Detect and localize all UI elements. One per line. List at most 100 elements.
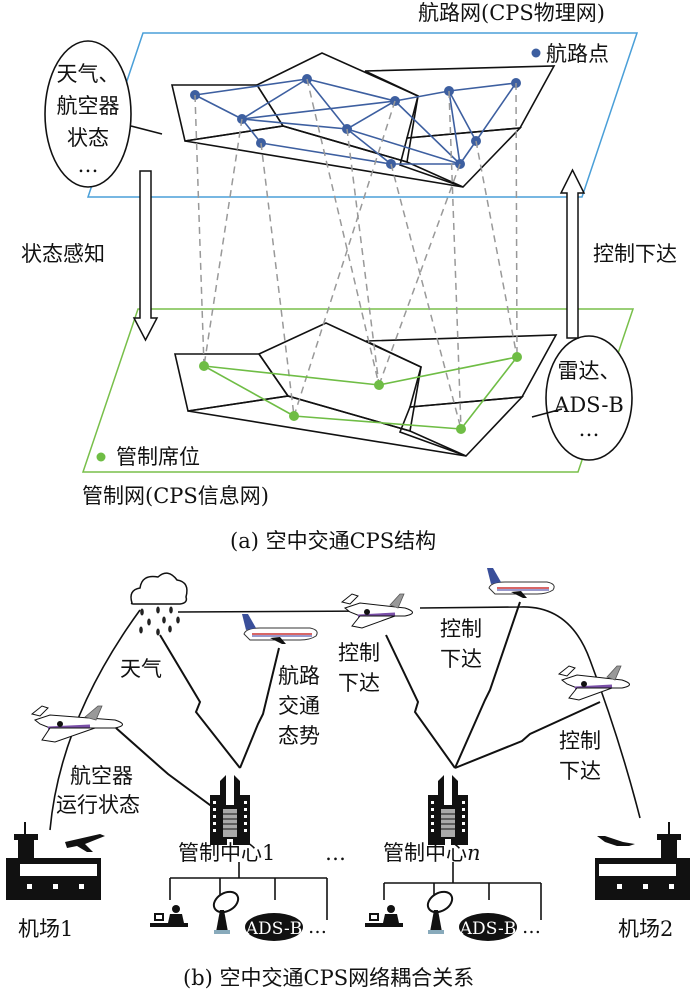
route-segment (448, 82, 517, 92)
right-bubble-line-1: 雷达、 (558, 359, 621, 383)
left-bubble-line-2: 航空器 (57, 94, 120, 118)
seat-link (378, 356, 518, 386)
sensing-arrow-icon (132, 170, 159, 342)
sensing-arrow-label: 状态感知 (21, 242, 105, 266)
seat-link (293, 415, 462, 430)
route-segment (394, 100, 461, 165)
center-1-tree (169, 862, 328, 920)
controller-seat-icon-1 (150, 905, 188, 927)
info-net-title: 管制网(CPS信息网) (82, 484, 269, 508)
right-bubble (545, 335, 633, 461)
control-label-3-line-2: 下达 (559, 759, 601, 783)
route-segment (194, 94, 243, 120)
left-bubble-line-3: 状态 (67, 126, 109, 150)
seat-dot (374, 380, 384, 390)
seat-legend-icon (96, 452, 106, 462)
route-segment (260, 142, 392, 165)
mapping-lines (194, 78, 518, 430)
ellipsis-n: … (522, 916, 541, 938)
route-traffic-line-1: 航路 (278, 664, 320, 688)
route-segment (241, 118, 348, 130)
waypoint-edges (194, 78, 517, 165)
control-label-1-line-2: 下达 (338, 671, 380, 695)
mapping-line (448, 90, 462, 430)
route-segment (346, 100, 396, 130)
right-bubble-line-2: ADS-B (553, 393, 624, 417)
airliner-icon-2 (487, 568, 555, 598)
adsb-label-n: ADS-B (459, 919, 516, 939)
airliner-icon-1 (242, 614, 318, 644)
caption-b: (b) 空中交通CPS网络耦合关系 (183, 966, 474, 990)
mapping-line (260, 142, 295, 417)
control-label-3-line-1: 控制 (559, 729, 601, 753)
radar-icon-n (426, 890, 454, 934)
info-net-plane (81, 308, 635, 473)
ellipsis-between-centers: … (325, 841, 346, 865)
control-label-2-line-1: 控制 (440, 617, 482, 641)
mapping-line (203, 118, 243, 367)
aircraft-status-line-2: 运行状态 (56, 793, 140, 817)
jet-aircraft-icon-top (340, 593, 413, 629)
weather-cloud-icon (130, 572, 188, 636)
seat-dot (199, 361, 209, 371)
route-segment (346, 128, 392, 165)
route-traffic-line-2: 交通 (278, 694, 320, 718)
seat-link (203, 365, 380, 386)
controller-seat-icon-n (365, 905, 403, 927)
route-segment (475, 82, 517, 142)
airport-1-icon (6, 822, 105, 900)
aircraft-status-line-1: 航空器 (70, 764, 133, 788)
physical-net-title: 航路网(CPS物理网) (418, 1, 605, 25)
route-segment (194, 78, 308, 96)
center-n-tree (383, 862, 542, 920)
seat-link (460, 356, 518, 430)
jet-aircraft-icon-left (30, 705, 123, 743)
seat-dot (456, 424, 466, 434)
seat-dot (512, 352, 522, 362)
route-segment (306, 78, 348, 130)
mapping-line (378, 163, 461, 386)
center-1-label: 管制中心1 (178, 841, 275, 865)
left-bubble-line-1: 天气、 (57, 62, 120, 86)
right-bubble-line-3: … (579, 417, 600, 441)
seat-link (203, 365, 295, 417)
left-bubble (44, 40, 132, 188)
mapping-line (515, 82, 518, 358)
info-sectors (173, 322, 558, 457)
adsb-badge-1: ADS-B (245, 913, 303, 941)
control-seats (199, 352, 522, 434)
route-segment (241, 78, 308, 120)
route-segment (306, 78, 396, 102)
control-arrow-icon (559, 168, 586, 339)
wireless-links (115, 601, 601, 809)
seat-edges (203, 356, 518, 430)
airport-2-label: 机场2 (618, 917, 673, 941)
left-bubble-line-4: … (78, 153, 99, 177)
caption-a: (a) 空中交通CPS结构 (230, 529, 436, 553)
seat-dot (289, 411, 299, 421)
route-segment (448, 90, 477, 142)
route-traffic-line-3: 态势 (278, 724, 320, 748)
route-segment (394, 90, 450, 102)
control-label-2-line-2: 下达 (440, 647, 482, 671)
mapping-line (346, 128, 380, 386)
adsb-badge-n: ADS-B (459, 913, 517, 941)
link-cloud-to-aircraft (177, 610, 381, 613)
waypoint-legend-label: 航路点 (546, 42, 609, 66)
weather-label: 天气 (120, 657, 162, 681)
airport-2-icon (595, 822, 690, 900)
route-segment (241, 118, 262, 144)
link-aircraft-to-airport2 (419, 606, 641, 819)
route-segment (241, 100, 396, 120)
control-label-1-line-1: 控制 (338, 641, 380, 665)
control-center-n-icon (428, 775, 468, 845)
route-segment (448, 90, 461, 165)
mapping-line (390, 163, 462, 430)
seat-legend-label: 管制席位 (116, 445, 200, 469)
ellipsis-1: … (308, 916, 327, 938)
jet-aircraft-icon-right (557, 665, 630, 701)
adsb-label-1: ADS-B (245, 919, 302, 939)
airport-1-label: 机场1 (18, 917, 73, 941)
mapping-line (293, 100, 396, 417)
